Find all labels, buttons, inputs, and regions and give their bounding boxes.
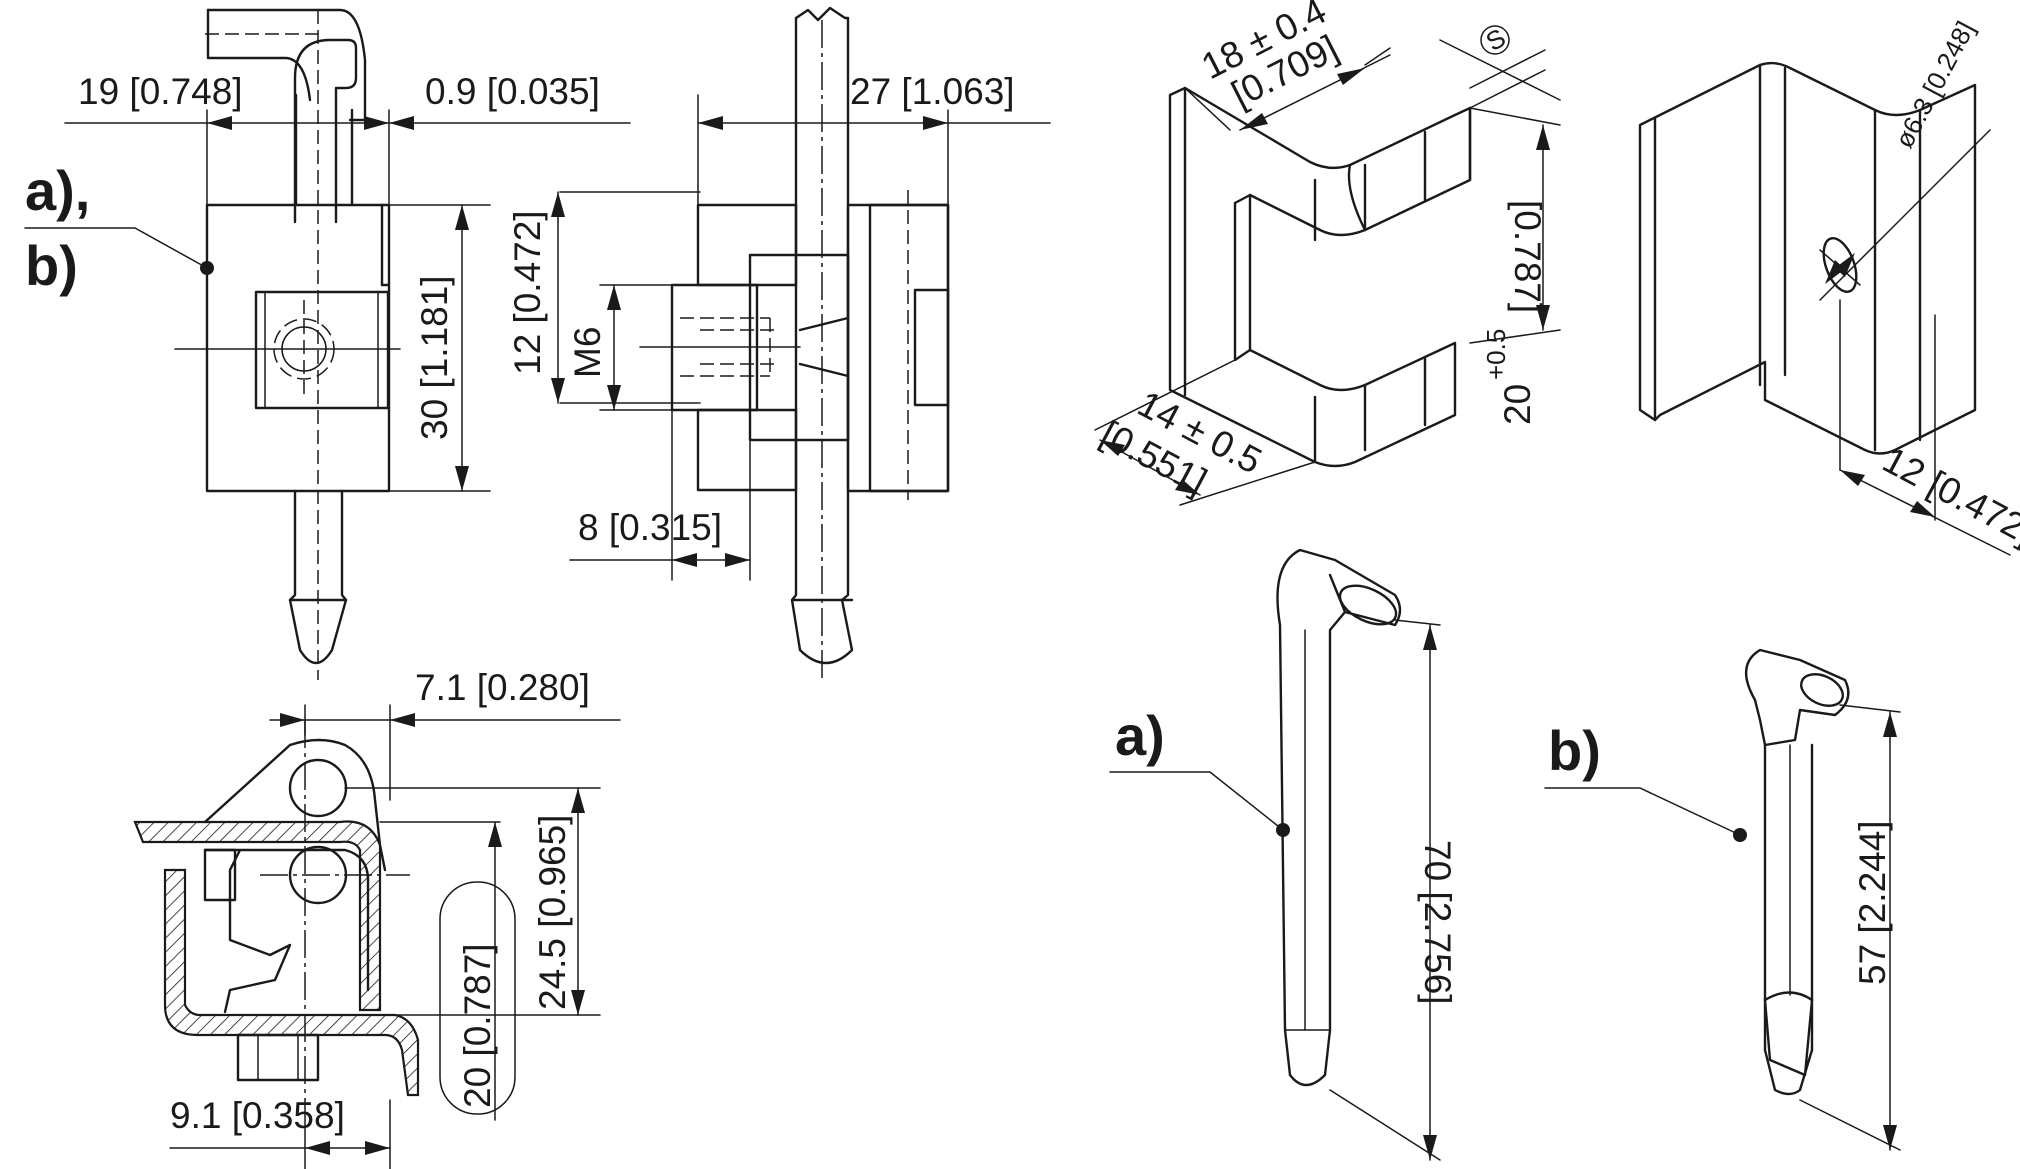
side-shaft — [790, 6, 854, 665]
section-view: 7.1 [0.280] 24.5 [0.965] 20 [0.787] 9.1 … — [133, 667, 621, 1169]
front-pin-top — [293, 38, 358, 224]
pin-a-outline — [1276, 548, 1402, 1087]
section-dim-pin-offset: 7.1 [0.280] — [415, 667, 590, 708]
side-dim-overall: 27 [1.063] — [850, 71, 1015, 112]
section-nut — [236, 1033, 320, 1082]
iso-bracket-dim-hole: ø6.3 [0.248] — [1889, 16, 1981, 153]
pin-b-dim-length: 57 [2.244] — [1852, 820, 1893, 985]
iso-cutout-dim-height-in: [0.787] — [1507, 200, 1548, 313]
section-lower-lever — [203, 848, 370, 1014]
callout-ab-line1: a), — [25, 159, 90, 222]
iso-cutout-outline — [1168, 86, 1472, 468]
pin-a: 70 [2.756] a) — [1109, 548, 1458, 1161]
side-thread: M6 — [567, 327, 608, 378]
iso-bracket-hole — [1822, 237, 1858, 293]
side-dim-depth: 8 [0.315] — [578, 507, 722, 548]
callout-ab-line2: b) — [25, 234, 78, 297]
front-dim-height: 30 [1.181] — [414, 275, 455, 440]
iso-cutout-symbol: S — [1481, 22, 1511, 57]
pin-b-outline — [1745, 648, 1850, 747]
iso-cutout: S 18 ± 0.4 [0.709] 14 ± 0.5 [0.551] 20 +… — [1094, 0, 1561, 506]
front-dim-gap: 0.9 [0.035] — [425, 71, 600, 112]
iso-cutout-dim-height: 20 — [1497, 384, 1538, 425]
iso-bracket-outline — [1638, 61, 1977, 455]
front-block — [205, 203, 391, 493]
iso-cutout-dim-height-tol: +0.5 — [1481, 329, 1511, 380]
section-dim-base-offset: 9.1 [0.358] — [170, 1095, 345, 1136]
front-view: 19 [0.748] 0.9 [0.035] 30 [1.181] a), b) — [24, 8, 631, 680]
section-panel-plate — [133, 820, 382, 1012]
section-upper-pin — [288, 758, 348, 818]
section-housing — [163, 868, 420, 1097]
side-right-body — [846, 203, 950, 493]
callout-a: a) — [1115, 704, 1165, 767]
pin-b: 57 [2.244] b) — [1544, 648, 1901, 1151]
side-view: 27 [1.063] 12 [0.472] M6 8 [0.315] — [507, 6, 1051, 680]
front-pin-bottom — [288, 489, 348, 665]
pin-a-dim-length: 70 [2.756] — [1417, 840, 1458, 1005]
front-slot — [254, 290, 390, 410]
iso-bracket: ø6.3 [0.248] 12 [0.472] — [1638, 16, 2020, 556]
iso-bracket-dim-hole-offset: 12 [0.472] — [1876, 439, 2020, 552]
section-dim-pin-pitch: 24.5 [0.965] — [532, 815, 573, 1010]
section-rod-outline — [439, 881, 516, 1115]
callout-b: b) — [1548, 719, 1601, 782]
section-dim-rod-length: 20 [0.787] — [457, 943, 498, 1108]
front-dim-width: 19 [0.748] — [78, 71, 243, 112]
side-dim-boss: 12 [0.472] — [507, 210, 548, 375]
